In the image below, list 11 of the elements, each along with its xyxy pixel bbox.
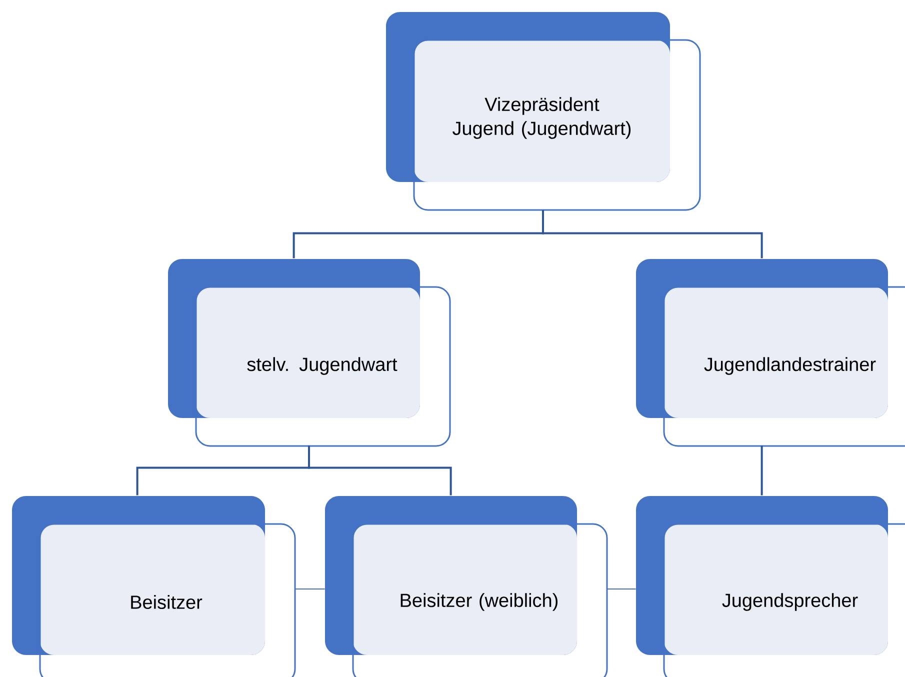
- org-box: Vizepräsident Jugend (Jugendwart): [386, 12, 701, 211]
- connector-line: [294, 588, 326, 590]
- connector-line: [760, 446, 763, 496]
- org-box: Beisitzer: [12, 496, 296, 677]
- connector-line: [542, 210, 763, 258]
- connector-line: [308, 446, 452, 496]
- org-box: Jugendsprecher: [636, 496, 905, 677]
- connector-line: [606, 588, 636, 590]
- org-box: stelv. Jugendwart: [168, 259, 451, 447]
- org-box: Beisitzer (weiblich): [325, 496, 608, 677]
- org-box: Jugendlandestrainer: [636, 259, 905, 447]
